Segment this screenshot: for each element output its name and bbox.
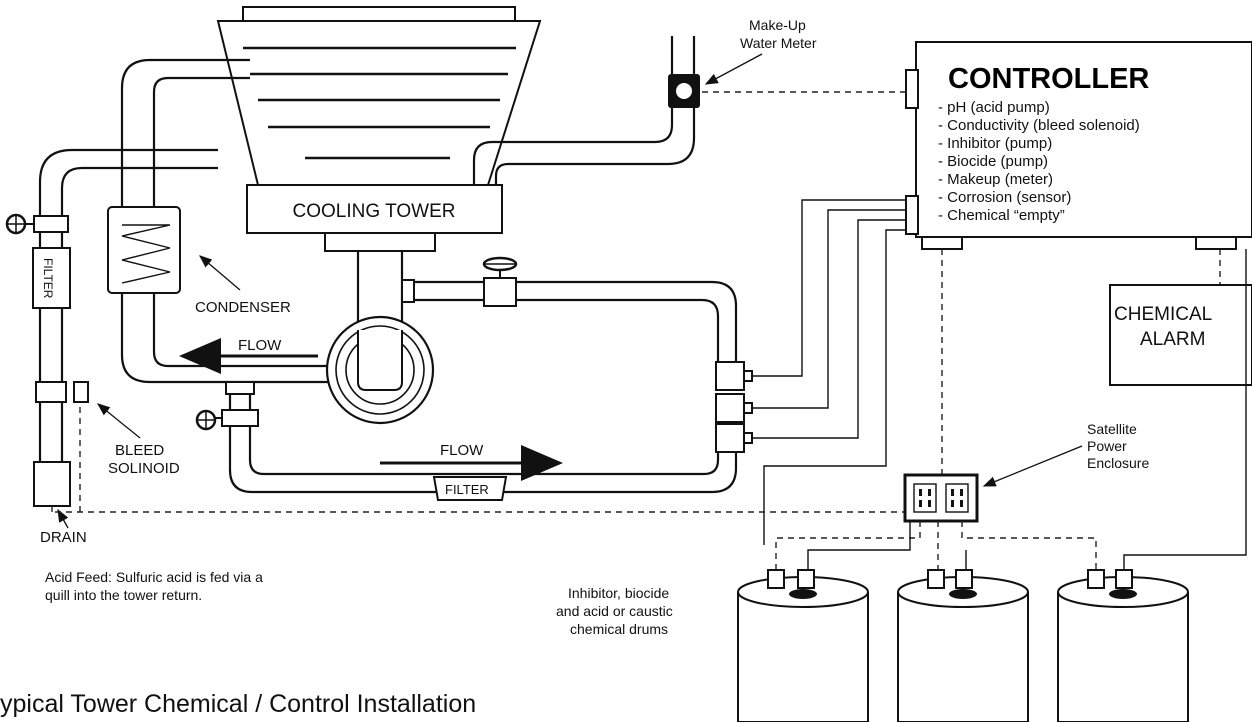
horizontal-filter: FILTER — [432, 476, 508, 501]
supply-line-pipe — [402, 280, 738, 372]
pump-ring — [325, 315, 435, 425]
supply-valve — [482, 256, 518, 307]
makeup-meter-label-line2: Water Meter — [740, 35, 817, 51]
condenser-label: CONDENSER — [195, 299, 291, 316]
condenser — [107, 206, 181, 294]
controller-item-makeup: - Makeup (meter) — [938, 171, 1053, 188]
drain — [33, 461, 71, 507]
bleed-line-pipe — [38, 148, 218, 470]
supply-tee — [401, 279, 415, 303]
vertical-filter: FILTER — [32, 247, 71, 309]
satellite-label-line1: Satellite — [1087, 421, 1137, 437]
bleed-solenoid — [35, 381, 89, 403]
cooling-tower: COOLING TOWER — [216, 6, 542, 392]
controller-item-corrosion: - Corrosion (sensor) — [938, 189, 1071, 206]
acid-feed-note-line1: Acid Feed: Sulfuric acid is fed via a — [45, 569, 263, 585]
controller-title: CONTROLLER — [948, 63, 1149, 95]
bleed-label-line2: SOLINOID — [108, 460, 180, 477]
controller-item-chemical-empty: - Chemical “empty” — [938, 207, 1065, 224]
makeup-water-meter — [668, 74, 700, 108]
controller-item-ph: - pH (acid pump) — [938, 99, 1050, 116]
tower-fill-slats — [243, 46, 516, 160]
vertical-filter-label: FILTER — [41, 258, 55, 299]
drums-label-line1: Inhibitor, biocide — [568, 585, 669, 601]
cooling-tower-label: COOLING TOWER — [293, 201, 456, 222]
horizontal-filter-label: FILTER — [445, 482, 489, 497]
controller-item-inhibitor: - Inhibitor (pump) — [938, 135, 1052, 152]
acid-feed-note-line2: quill into the tower return. — [45, 587, 202, 603]
cooling-tower-label-box — [246, 184, 503, 234]
return-valve — [195, 409, 259, 431]
drums-label-line2: and acid or caustic — [556, 603, 673, 619]
chemical-alarm-label-line2: ALARM — [1140, 329, 1205, 350]
chemical-drum-1 — [737, 569, 869, 722]
controller: CONTROLLER - pH (acid pump) - Conductivi… — [905, 41, 1252, 250]
satellite-label-line2: Power — [1087, 438, 1127, 454]
chemical-drum-2 — [897, 569, 1029, 722]
drums-label-line3: chemical drums — [570, 621, 668, 637]
controller-item-conductivity: - Conductivity (bleed solenoid) — [938, 117, 1140, 134]
chemical-alarm: CHEMICAL ALARM — [1109, 284, 1252, 386]
drum-power-wires — [775, 249, 1247, 572]
flow-lower-label: FLOW — [440, 442, 484, 459]
satellite-power-enclosure — [903, 473, 979, 523]
chemical-alarm-label-line1: CHEMICAL — [1114, 304, 1212, 325]
controller-item-biocide: - Biocide (pump) — [938, 153, 1048, 170]
satellite-label-line3: Enclosure — [1087, 455, 1149, 471]
drain-label: DRAIN — [40, 529, 87, 546]
bleed-valve — [5, 213, 69, 235]
makeup-meter-label-line1: Make-Up — [749, 17, 806, 33]
sensor-manifold — [715, 361, 753, 453]
bleed-label-line1: BLEED — [115, 442, 164, 459]
sensor-wires — [752, 199, 908, 545]
flow-upper-label: FLOW — [238, 337, 282, 354]
makeup-water-pipe — [472, 36, 696, 185]
chemical-drum-3 — [1057, 569, 1189, 722]
diagram-caption: ypical Tower Chemical / Control Installa… — [0, 690, 476, 718]
